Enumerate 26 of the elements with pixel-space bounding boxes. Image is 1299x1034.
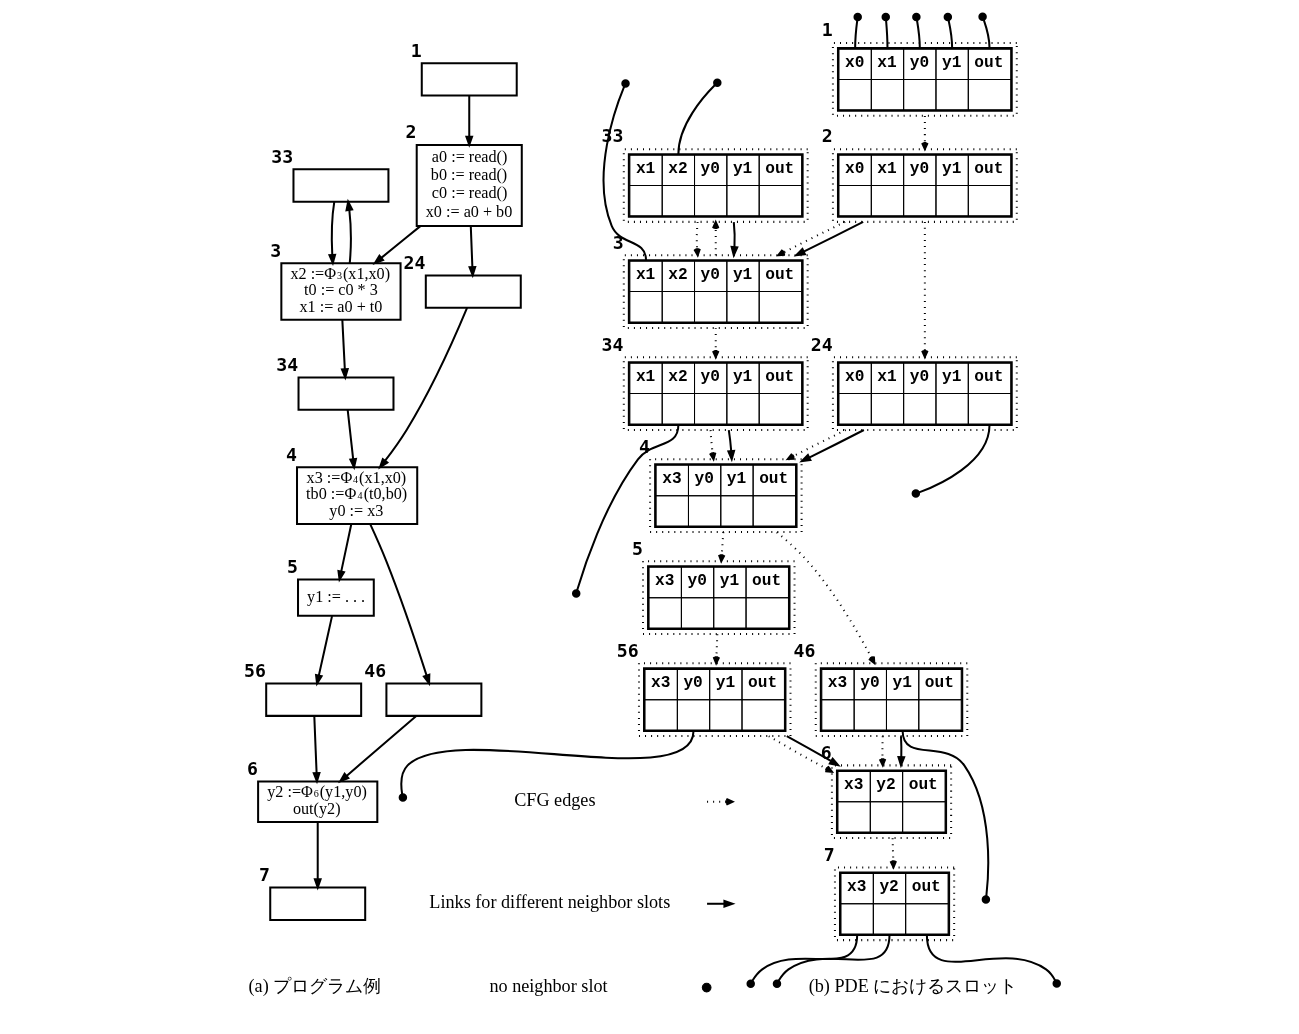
node-label: 56 [243,659,266,681]
node-label: 56 [616,639,639,661]
legend-label: Links for different neighbor slots [429,891,671,912]
node-label: 24 [810,333,833,355]
label: (b) PDE におけるスロット [808,975,1018,996]
node-label: 5 [286,555,298,577]
node-label: 2 [405,120,417,142]
node-label: 34 [601,333,624,355]
node-label: 6 [247,757,258,779]
node-label: 4 [285,443,297,465]
node-label: 34 [276,353,299,375]
node-label: 7 [259,863,271,885]
node-label: 3 [270,239,282,261]
node-label: 2 [821,124,833,146]
node-label: 46 [364,659,387,681]
node-label: 1 [821,18,833,40]
node-label: 5 [631,537,643,559]
node-label: 3 [612,231,624,253]
node-label: 24 [403,251,426,273]
label: (a) プログラム例 [248,975,382,996]
legend-label: CFG edges [514,789,596,810]
node-label: 1 [410,39,422,61]
legend-label: no neighbor slot [489,975,608,996]
node-label: 7 [823,843,835,865]
node-label: 33 [271,145,294,167]
node-label: 46 [793,639,816,661]
